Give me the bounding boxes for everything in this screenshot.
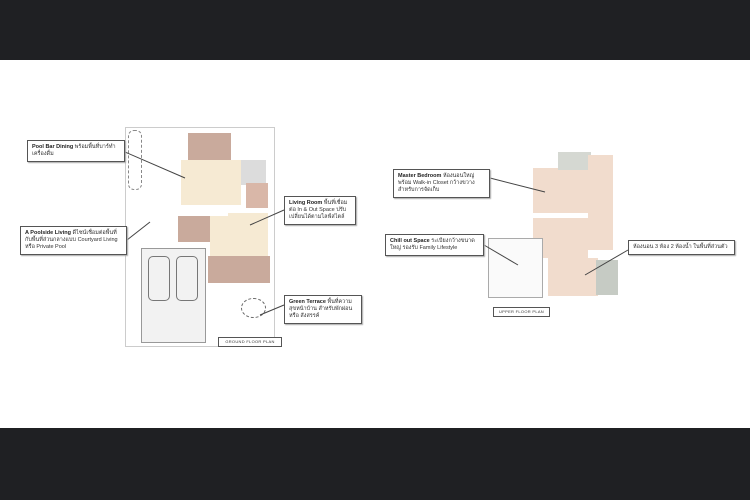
callout-bedrooms: ห้องนอน 3 ห้อง 2 ห้องน้ำ ในพื้นที่ส่วนตั… xyxy=(628,240,735,255)
upper-floor-plan-label: UPPER FLOOR PLAN xyxy=(493,307,550,317)
room-terrace xyxy=(208,256,270,283)
room-bath-2 xyxy=(596,260,618,295)
bottom-letterbox xyxy=(0,428,750,500)
callout-text: ห้องนอน 3 ห้อง 2 ห้องน้ำ ในพื้นที่ส่วนตั… xyxy=(633,244,728,250)
callout-text: พื้นที่เชื่อมต่อ In & Out Space ปรับเปลี… xyxy=(289,200,348,220)
room-maid xyxy=(188,133,231,160)
room-stair xyxy=(246,183,268,208)
balcony xyxy=(488,238,543,298)
room-storage xyxy=(178,216,210,242)
callout-text: ห้องนอนใหญ่พร้อม Walk-in Closet กว้างขวา… xyxy=(398,173,475,193)
callout-title: Pool Bar Dining xyxy=(32,144,74,150)
callout-title: Living Room xyxy=(289,200,323,206)
top-letterbox xyxy=(0,0,750,60)
callout-text: พื้นที่ความสุขหน้าบ้าน สำหรับพักผ่อน หรื… xyxy=(289,299,353,319)
callout-title: Chill out Space xyxy=(390,238,430,244)
callout-master-bedroom: Master Bedroom ห้องนอนใหญ่พร้อม Walk-in … xyxy=(393,169,490,198)
tree xyxy=(128,130,142,190)
callout-title: Green Terrace xyxy=(289,299,326,305)
ground-floor-plan xyxy=(125,127,275,347)
room-hall xyxy=(210,216,228,256)
callout-text: พร้อมพื้นที่บาร์ทำเครื่องดื่ม xyxy=(32,144,116,157)
tree xyxy=(241,298,266,318)
garage xyxy=(141,248,206,343)
ground-floor-plan-label: GROUND FLOOR PLAN xyxy=(218,337,282,347)
callout-text: ระเบียงกว้างขนาดใหญ่ รองรับ Family Lifes… xyxy=(390,238,475,251)
callout-poolside-living: A Poolside Living ดีไซน์เชื่อมต่อพื้นที่… xyxy=(20,226,127,255)
callout-green-terrace: Green Terrace พื้นที่ความสุขหน้าบ้าน สำห… xyxy=(284,295,362,324)
callout-title: Master Bedroom xyxy=(398,173,442,179)
callout-chill-out-space: Chill out Space ระเบียงกว้างขนาดใหญ่ รอง… xyxy=(385,234,484,256)
room-kitchen xyxy=(241,160,266,185)
room-master xyxy=(533,168,588,213)
room-bedroom-3 xyxy=(548,258,598,296)
callout-text: ดีไซน์เชื่อมต่อพื้นที่กับพื้นที่ส่วนกลาง… xyxy=(25,230,118,250)
room-bath xyxy=(558,152,591,170)
car-2 xyxy=(176,256,198,301)
callout-pool-bar-dining: Pool Bar Dining พร้อมพื้นที่บาร์ทำเครื่อ… xyxy=(27,140,125,162)
car-1 xyxy=(148,256,170,301)
callout-title: A Poolside Living xyxy=(25,230,71,236)
callout-living-room: Living Room พื้นที่เชื่อมต่อ In & Out Sp… xyxy=(284,196,356,225)
upper-floor-plan xyxy=(488,150,620,305)
room-hall xyxy=(588,155,613,250)
room-dining xyxy=(181,160,241,205)
